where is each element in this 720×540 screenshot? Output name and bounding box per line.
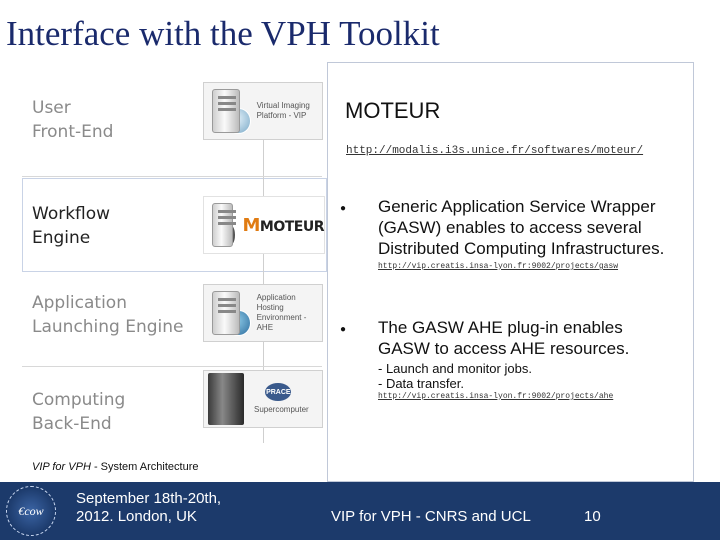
row-separator [22, 366, 322, 367]
diagram-caption: VIP for VPH - System Architecture [32, 461, 199, 473]
supercomputer-icon [208, 373, 244, 425]
moteur-thumbnail: MMOTEUR [203, 196, 325, 254]
bullet-gasw-text: Generic Application Service Wrapper (GAS… [378, 197, 665, 258]
gasw-project-link[interactable]: http://vip.creatis.insa-lyon.fr:9002/pro… [378, 262, 619, 271]
row-label-workflow-engine: Workflow Engine [32, 204, 111, 248]
server-icon [212, 291, 241, 335]
page-number: 10 [584, 508, 601, 525]
row-label-computing-back-end: Computing Back-End [32, 390, 126, 434]
row-label-user-front-end: User Front-End [32, 98, 114, 142]
footer-title: VIP for VPH - CNRS and UCL [331, 508, 531, 525]
row-label-application-launching-engine: Application Launching Engine [32, 293, 184, 337]
vip-platform-label: Virtual Imaging Platform - VIP [256, 101, 310, 120]
supercomputer-thumbnail: PRACE Supercomputer [203, 370, 323, 428]
moteur-logo: MMOTEUR [242, 214, 324, 236]
vip-platform-thumbnail: Virtual Imaging Platform - VIP [203, 82, 323, 140]
slide-title: Interface with the VPH Toolkit [6, 14, 440, 53]
panel-title: MOTEUR [345, 98, 441, 123]
moteur-panel [327, 62, 694, 482]
bullet-ahe-subtext: - Launch and monitor jobs. - Data transf… [378, 361, 532, 391]
ahe-thumbnail: Application Hosting Environment - AHE [203, 284, 323, 342]
conference-logo: €cow [6, 486, 56, 536]
bullet-ahe-text: The GASW AHE plug-in enables GASW to acc… [378, 318, 630, 358]
bullet-icon: ● [340, 324, 347, 335]
ahe-label: Application Hosting Environment - AHE [256, 293, 307, 332]
supercomputer-label: Supercomputer [254, 405, 309, 414]
prace-badge: PRACE [265, 383, 292, 401]
footer-bar: €cow September 18th-20th, 2012. London, … [0, 482, 720, 540]
row-separator [22, 176, 322, 177]
bullet-icon: ● [340, 203, 347, 214]
moteur-url-link[interactable]: http://modalis.i3s.unice.fr/softwares/mo… [346, 145, 644, 157]
server-icon [212, 203, 236, 247]
server-icon [212, 89, 241, 133]
footer-date: September 18th-20th, 2012. London, UK [76, 490, 222, 525]
ahe-project-link[interactable]: http://vip.creatis.insa-lyon.fr:9002/pro… [378, 392, 614, 401]
diagram-connector-line [263, 88, 264, 443]
